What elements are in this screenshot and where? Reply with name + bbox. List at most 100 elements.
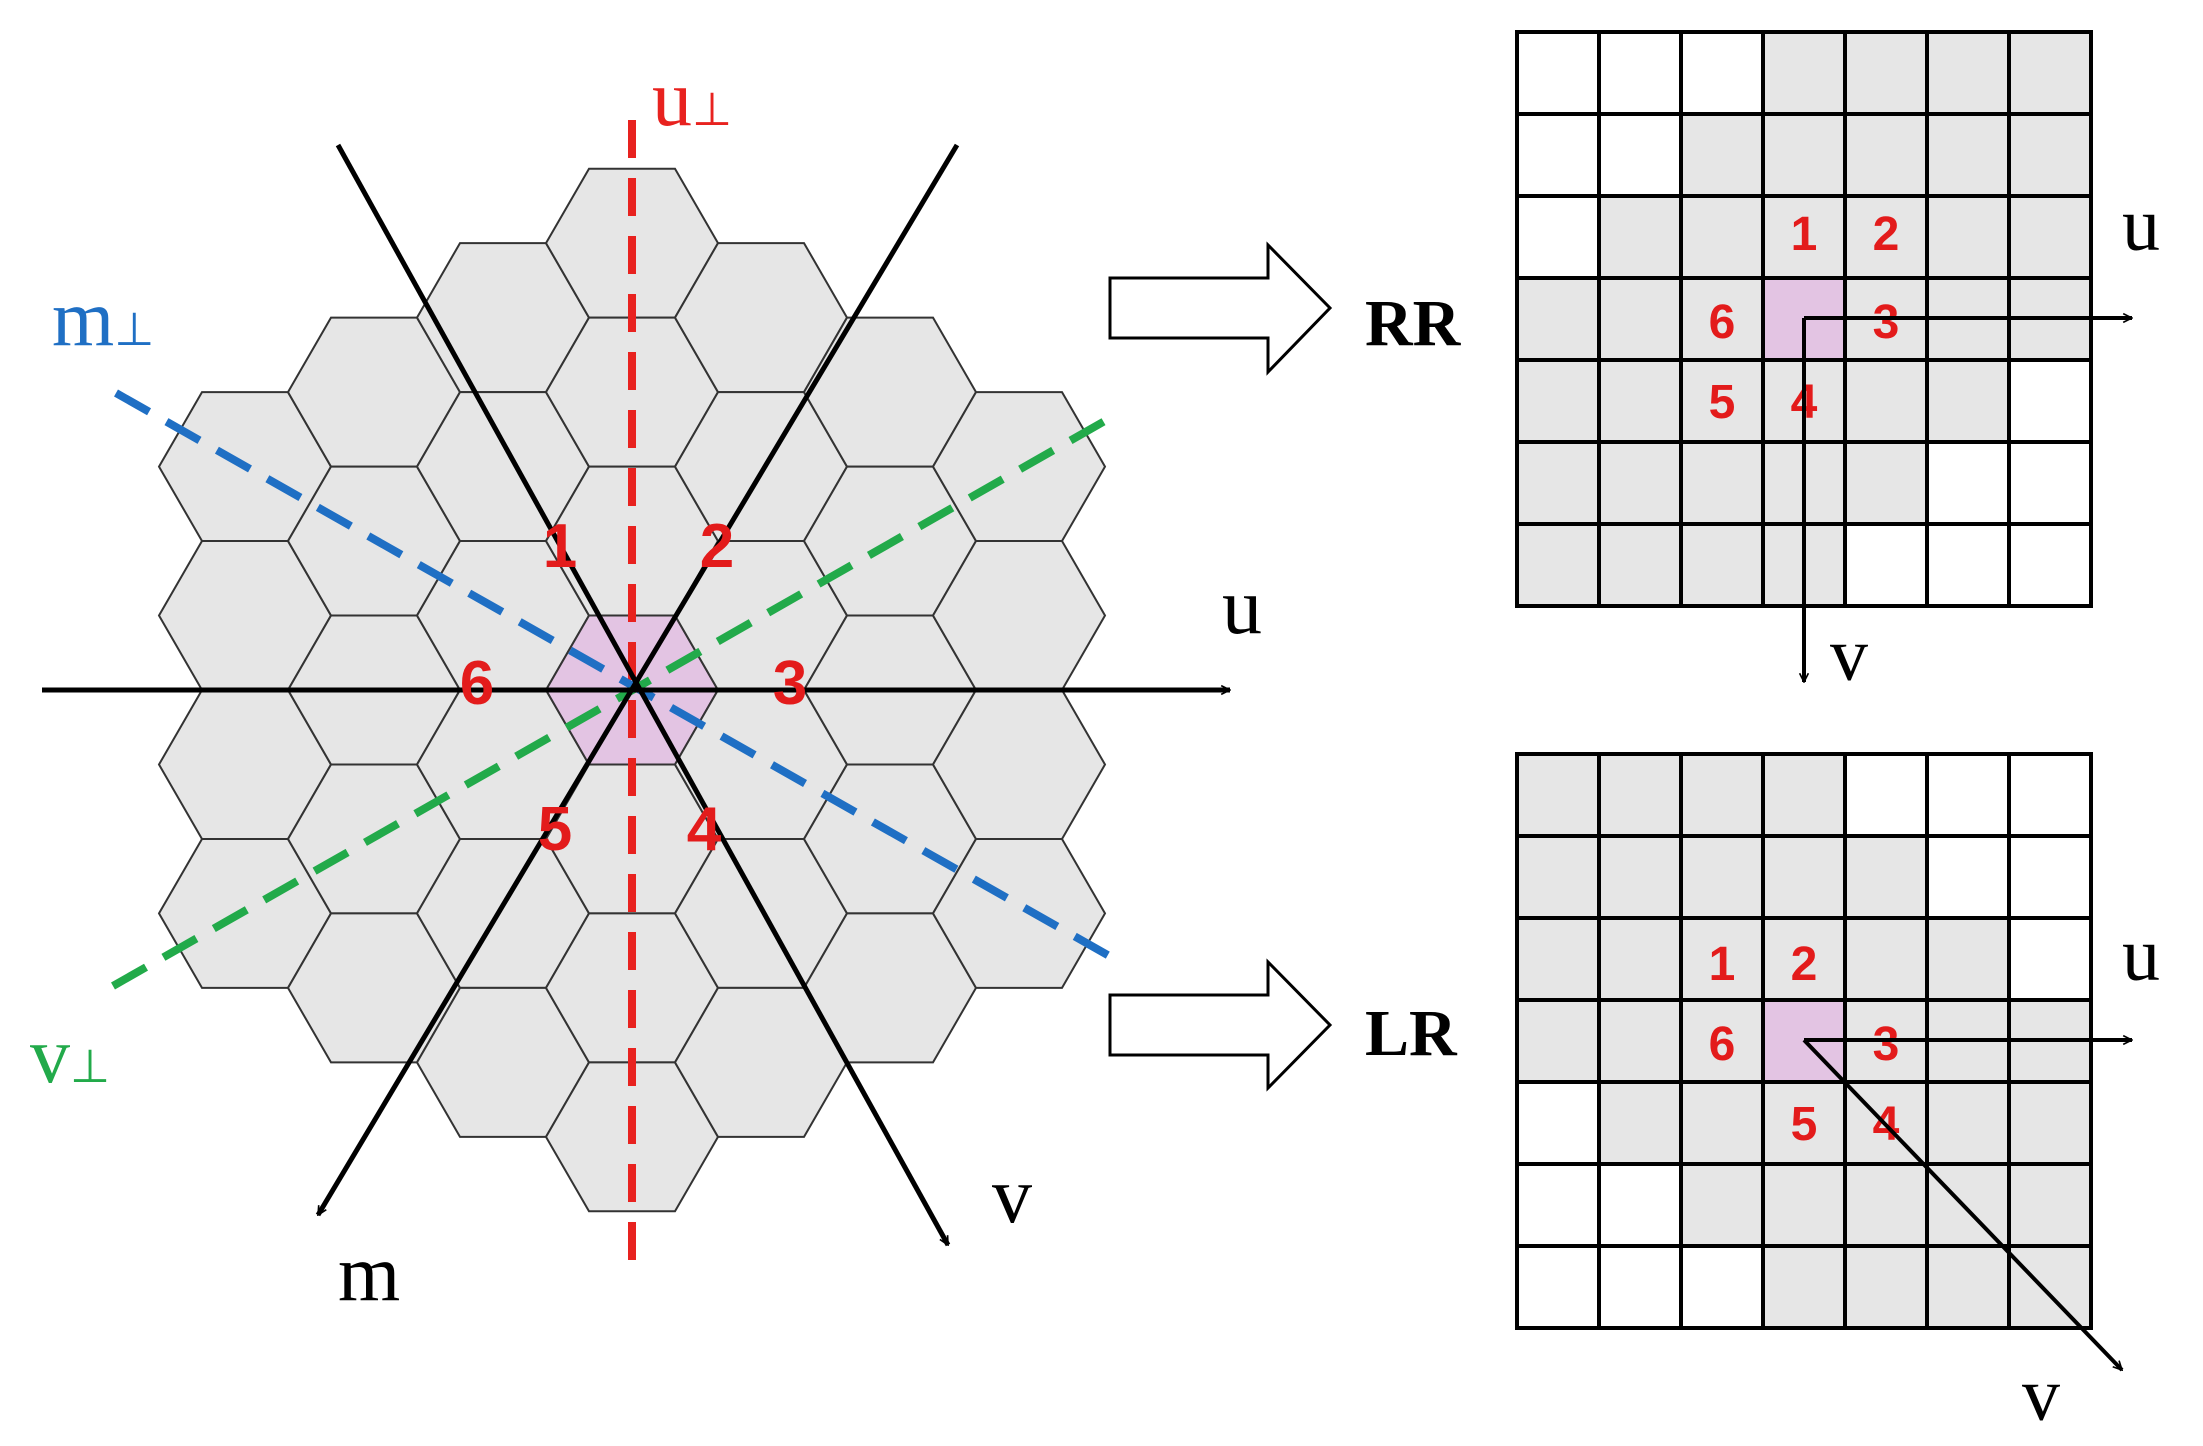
grid-cell (1679, 358, 1765, 444)
grid-cell (1925, 1244, 2011, 1330)
grid-cell (1597, 358, 1683, 444)
lr-v-axis (1802, 1038, 2124, 1372)
grid-cell (1515, 834, 1601, 920)
grid-cell (1597, 440, 1683, 526)
v-perp-axis-line (111, 414, 1112, 990)
grid-cell (2007, 112, 2093, 198)
grid-cell (2007, 1244, 2093, 1330)
perp-symbol: ⊥ (114, 303, 154, 355)
rr-neighbor-label-1: 1 (1791, 208, 1818, 261)
lr-square-grid (1515, 752, 2093, 1330)
grid-cell (1597, 112, 1683, 198)
grid-cell (1679, 834, 1765, 920)
hex-neighbor-label-5: 5 (538, 795, 572, 864)
grid-cell (1679, 194, 1765, 280)
grid-cell (2007, 1162, 2093, 1248)
grid-cell (1761, 1080, 1847, 1166)
grid-cell (1597, 276, 1683, 362)
rr-neighbor-label-3: 3 (1873, 296, 1900, 349)
grid-cell (1515, 752, 1601, 838)
grid-cell (1679, 30, 1765, 116)
grid-cell (1925, 1162, 2011, 1248)
grid-cell (1925, 440, 2011, 526)
grid-cell (2007, 916, 2093, 1002)
grid-cell (1597, 194, 1683, 280)
grid-cell (1925, 522, 2011, 608)
grid-cell (2007, 194, 2093, 280)
grid-cell (1597, 30, 1683, 116)
grid-cell (1843, 522, 1929, 608)
grid-cell (1843, 30, 1929, 116)
grid-cell (1843, 752, 1929, 838)
hex-neighbor-label-2: 2 (700, 512, 734, 581)
grid-cell (1597, 998, 1683, 1084)
grid-cell (1515, 998, 1601, 1084)
grid-cell (1679, 1162, 1765, 1248)
grid-cell (1761, 752, 1847, 838)
rr-u-label: u (2122, 183, 2160, 267)
grid-cell (1597, 522, 1683, 608)
grid-cell (1515, 1162, 1601, 1248)
grid-cell (1925, 358, 2011, 444)
grid-cell (1761, 112, 1847, 198)
hex-neighbor-label-1: 1 (543, 512, 577, 581)
grid-cell (1925, 30, 2011, 116)
grid-cell (1679, 1080, 1765, 1166)
rr-v-label: v (1830, 613, 1868, 697)
m-axis-line (315, 143, 960, 1215)
perp-symbol: ⊥ (70, 1040, 110, 1092)
grid-cell (1761, 1244, 1847, 1330)
hex-neighbor-label-6: 6 (460, 649, 494, 718)
grid-cell (1515, 522, 1601, 608)
grid-cell (1597, 834, 1683, 920)
grid-cell (1925, 752, 2011, 838)
v-axis-line (335, 143, 951, 1245)
rr-neighbor-label-5: 5 (1709, 376, 1736, 429)
grid-cell (1679, 112, 1765, 198)
u-perp-label: u⊥ (652, 55, 732, 143)
grid-cell (1515, 112, 1601, 198)
grid-cell (1515, 276, 1601, 362)
grid-cell (1679, 276, 1765, 362)
lr-neighbor-label-2: 2 (1791, 938, 1818, 991)
rr-neighbor-label-2: 2 (1873, 208, 1900, 261)
grid-cell (1843, 1244, 1929, 1330)
grid-cell (1679, 522, 1765, 608)
grid-cell (1679, 440, 1765, 526)
hex-neighbor-label-4: 4 (687, 795, 722, 864)
grid-cell (2007, 522, 2093, 608)
grid-cell (1843, 112, 1929, 198)
grid-cell (1515, 1080, 1601, 1166)
lr-neighbor-label-5: 5 (1791, 1098, 1818, 1151)
v-axis-label: v (992, 1152, 1032, 1240)
grid-cell (1843, 358, 1929, 444)
grid-cell (1761, 194, 1847, 280)
rr-label: RR (1365, 287, 1462, 360)
grid-cell (1843, 440, 1929, 526)
grid-cell (1515, 30, 1601, 116)
grid-cell (1761, 30, 1847, 116)
lr-neighbor-label-1: 1 (1709, 938, 1736, 991)
perp-symbol: ⊥ (692, 83, 732, 135)
grid-cell (1515, 1244, 1601, 1330)
grid-cell (2007, 440, 2093, 526)
grid-cell (1679, 1244, 1765, 1330)
lr-v-label: v (2022, 1353, 2060, 1437)
grid-cell (1515, 194, 1601, 280)
lr-u-label: u (2122, 913, 2160, 997)
grid-cell (1597, 1244, 1683, 1330)
m-perp-label: m⊥ (52, 275, 154, 363)
grid-cell (2007, 834, 2093, 920)
grid-cell (1515, 440, 1601, 526)
grid-cell (2007, 1080, 2093, 1166)
grid-cell (1515, 916, 1601, 1002)
grid-cell (1597, 752, 1683, 838)
grid-cell (1925, 194, 2011, 280)
grid-cell (1597, 916, 1683, 1002)
grid-cell (2007, 752, 2093, 838)
lr-label: LR (1365, 997, 1458, 1070)
grid-cell (1925, 834, 2011, 920)
lr-neighbor-label-6: 6 (1709, 1018, 1736, 1071)
grid-cell (1843, 834, 1929, 920)
